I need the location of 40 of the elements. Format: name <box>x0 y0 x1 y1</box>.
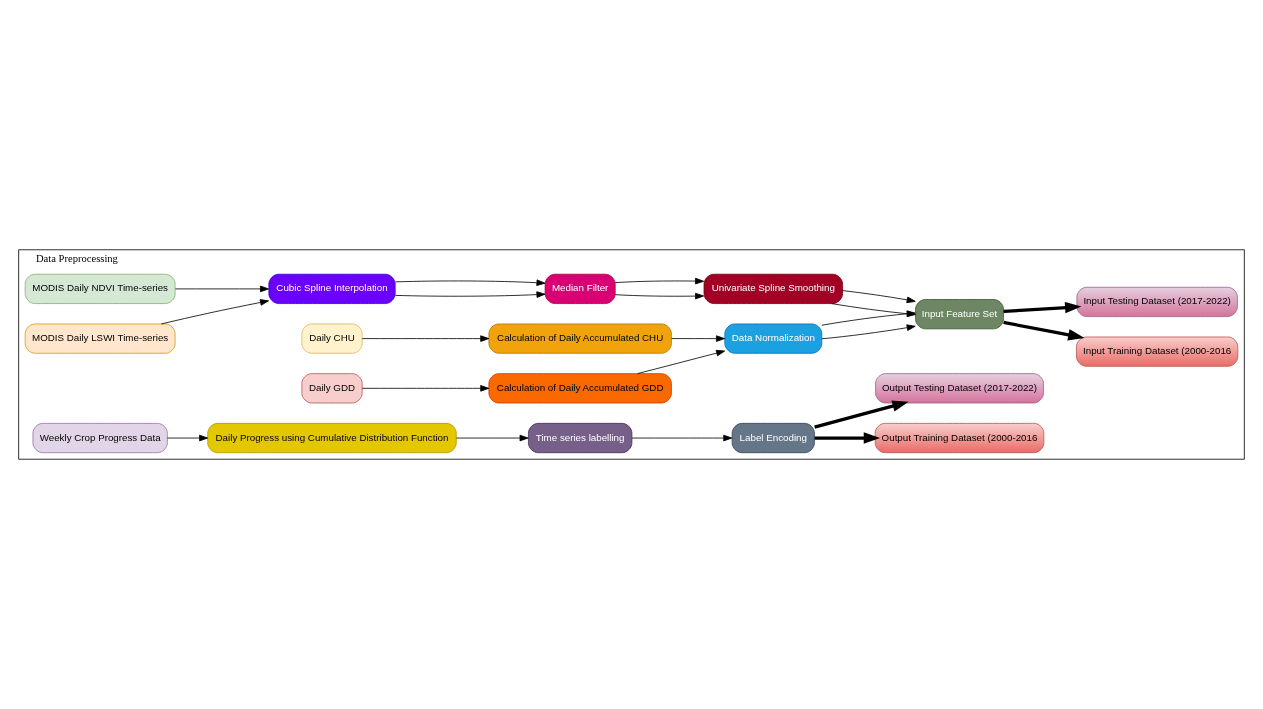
arrow <box>394 291 546 298</box>
node-box: Data Normalization <box>724 323 823 354</box>
arrow <box>821 324 916 340</box>
node-box: Input Testing Dataset (2017-2022) <box>1076 286 1238 317</box>
node-box: Input Feature Set <box>915 299 1004 330</box>
arrow <box>831 303 916 318</box>
node-box: Time series labelling <box>528 422 633 454</box>
node-box: Output Training Dataset (2000-2016 <box>874 422 1045 454</box>
arrow <box>671 335 725 342</box>
arrow <box>456 434 529 442</box>
node-box: Univariate Spline Smoothing <box>703 273 843 304</box>
node-box: Daily Progress using Cumulative Distribution Function <box>207 422 457 454</box>
arrow <box>361 385 490 392</box>
arrow <box>637 349 726 374</box>
node-box: Calculation of Daily Accumulated CHU <box>488 323 672 354</box>
arrow <box>1003 320 1085 341</box>
arrow <box>814 432 881 444</box>
node-box: Daily GDD <box>301 373 363 404</box>
arrow <box>614 277 705 285</box>
arrow <box>175 285 269 293</box>
arrow <box>814 400 909 429</box>
arrow <box>614 292 705 300</box>
node-box: Input Training Dataset (2000-2016 <box>1076 336 1239 367</box>
node-box: MODIS Daily LSWI Time-series <box>24 323 176 354</box>
node-box: Calculation of Daily Accumulated GDD <box>488 373 672 404</box>
arrow <box>1003 301 1082 314</box>
arrow <box>361 335 490 342</box>
arrow <box>160 299 269 325</box>
arrow <box>821 310 916 326</box>
arrow <box>394 279 546 286</box>
node-box: Median Filter <box>544 273 616 304</box>
node-box: Label Encoding <box>731 422 815 454</box>
node-box: Weekly Crop Progress Data <box>32 422 168 454</box>
arrow <box>167 434 209 442</box>
node-box: Cubic Spline Interpolation <box>268 273 396 304</box>
arrow <box>631 434 733 442</box>
arrow <box>842 290 916 304</box>
node-box: Output Testing Dataset (2017-2022) <box>875 373 1044 404</box>
node-box: Daily CHU <box>301 323 363 354</box>
node-box: MODIS Daily NDVI Time-series <box>24 273 176 304</box>
